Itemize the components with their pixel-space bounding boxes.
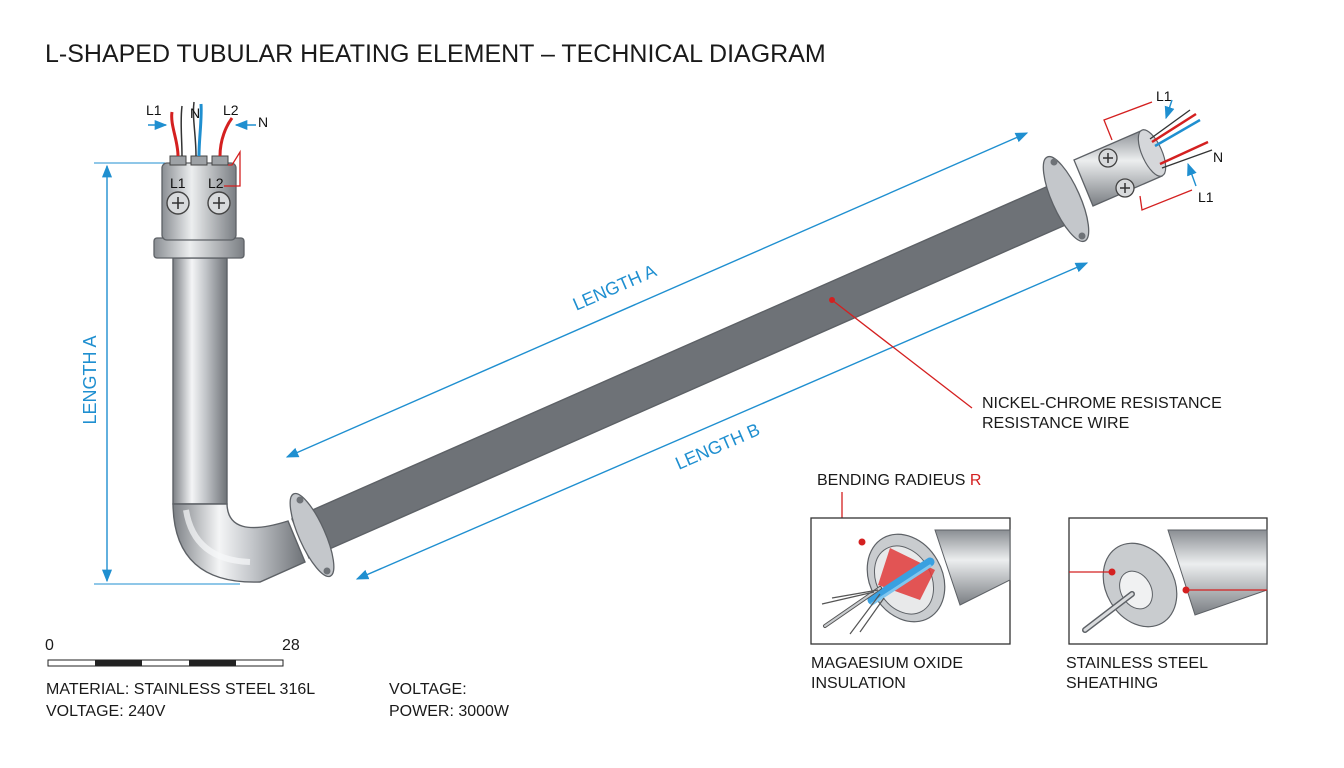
insulation-detail: MAGAESIUM OXIDE INSULATION — [810, 517, 1011, 692]
bending-radius-label: BENDING RADIEUS R — [817, 472, 981, 489]
resistance-label-line2: RESISTANCE WIRE — [982, 415, 1129, 432]
vertical-length-label: LENGTH A — [80, 335, 100, 424]
scale-start-label: 0 — [45, 637, 54, 654]
right-bottom-terminal-label: L1 — [1198, 189, 1214, 205]
vertical-dimension: LENGTH A — [80, 162, 240, 585]
resistance-wire-callout: NICKEL-CHROME RESISTANCE RESISTANCE WIRE — [829, 297, 1222, 432]
wire-l2-label: L2 — [223, 102, 239, 118]
sheathing-label-line2: SHEATHING — [1066, 675, 1158, 692]
insulation-label-line2: INSULATION — [811, 675, 906, 692]
sheathing-label-line1: STAINLESS STEEL — [1066, 655, 1208, 672]
right-terminal-head: L1 N L1 — [1042, 88, 1223, 243]
post-l2-label: L2 — [208, 175, 224, 191]
spec-voltage-left: VOLTAGE: 240V — [46, 703, 166, 720]
spec-voltage-right: VOLTAGE: — [389, 681, 467, 698]
diagram-title: L-SHAPED TUBULAR HEATING ELEMENT – TECHN… — [45, 40, 826, 68]
post-l1-label: L1 — [170, 175, 186, 191]
wire-l1-label: L1 — [146, 102, 162, 118]
wire-n-label: N — [190, 105, 200, 121]
wire-n-arrow-label: N — [258, 114, 268, 130]
length-b-label: LENGTH B — [672, 419, 763, 473]
length-a-dimension: LENGTH A — [285, 132, 1029, 458]
scale-bar: 0 28 — [45, 637, 300, 667]
scale-end-label: 28 — [282, 637, 300, 654]
left-terminal-head: L1 N L2 N L1 L2 — [146, 101, 268, 259]
specifications: MATERIAL: STAINLESS STEEL 316L VOLTAGE: … — [46, 681, 510, 720]
length-a-label: LENGTH A — [570, 261, 660, 315]
insulation-label-line1: MAGAESIUM OXIDE — [811, 655, 963, 672]
bend-flange — [289, 492, 335, 578]
spec-material: MATERIAL: STAINLESS STEEL 316L — [46, 681, 315, 698]
right-top-terminal-label: L1 — [1156, 88, 1172, 104]
spec-power: POWER: 3000W — [389, 703, 510, 720]
sheathing-detail: STAINLESS STEEL SHEATHING — [1066, 517, 1268, 692]
right-mid-terminal-label: N — [1213, 149, 1223, 165]
resistance-label-line1: NICKEL-CHROME RESISTANCE — [982, 395, 1222, 412]
